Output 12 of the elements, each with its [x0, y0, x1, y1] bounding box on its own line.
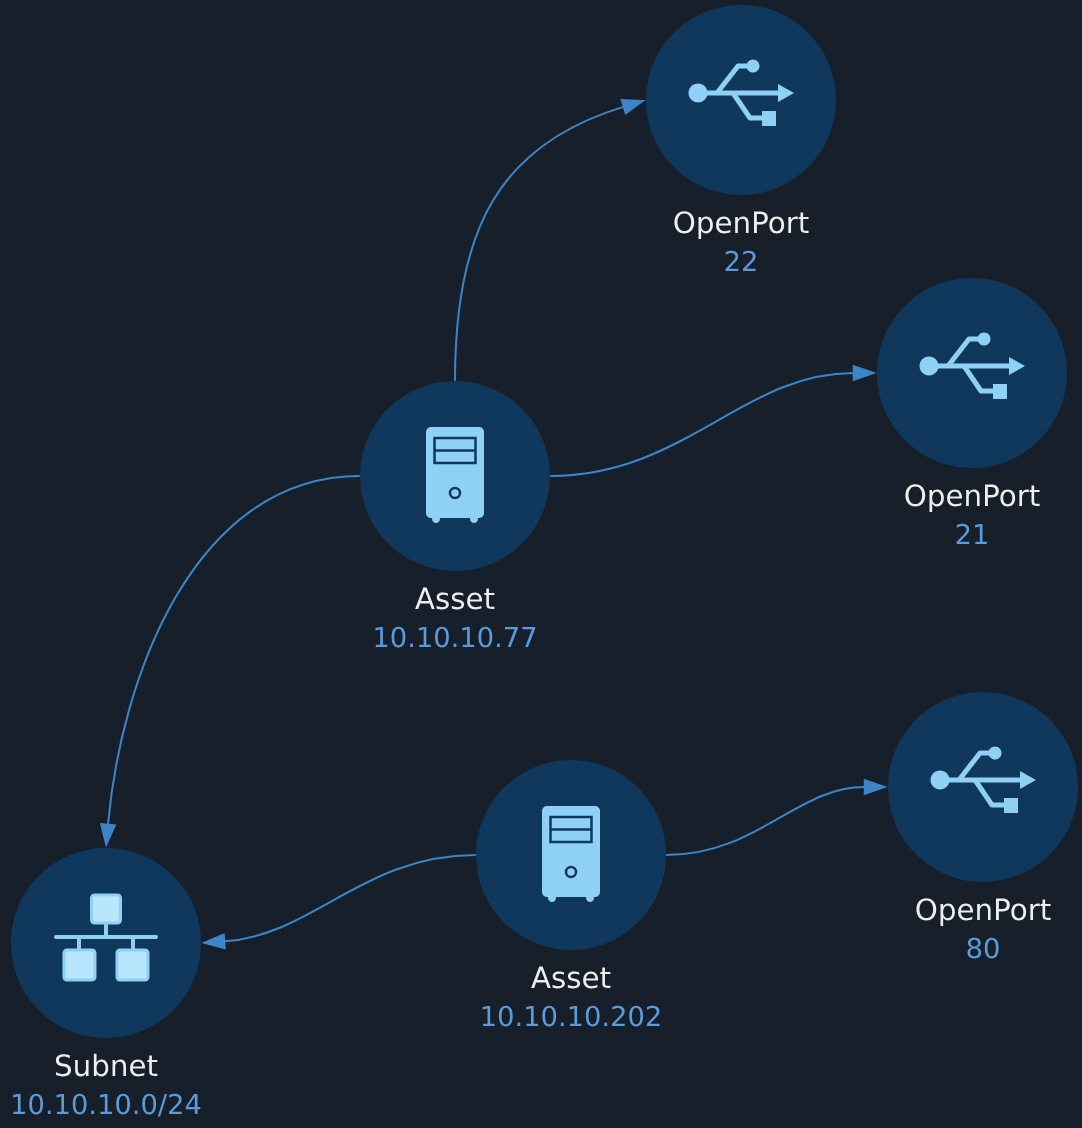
type-label: Asset: [415, 587, 495, 610]
type-label: Asset: [531, 966, 611, 989]
type-label: Subnet: [55, 1053, 158, 1077]
value-label: 80: [967, 937, 999, 959]
value-label: 21: [956, 523, 987, 544]
value-label: 10.10.10.77: [375, 626, 536, 648]
value-label: 10.10.10.202: [482, 1005, 660, 1027]
type-label: OpenPort: [674, 211, 809, 240]
type-label: OpenPort: [905, 484, 1040, 513]
value-label: 22: [725, 250, 756, 271]
value-label: 10.10.10.0/24: [13, 1093, 201, 1117]
type-label: OpenPort: [916, 898, 1051, 927]
